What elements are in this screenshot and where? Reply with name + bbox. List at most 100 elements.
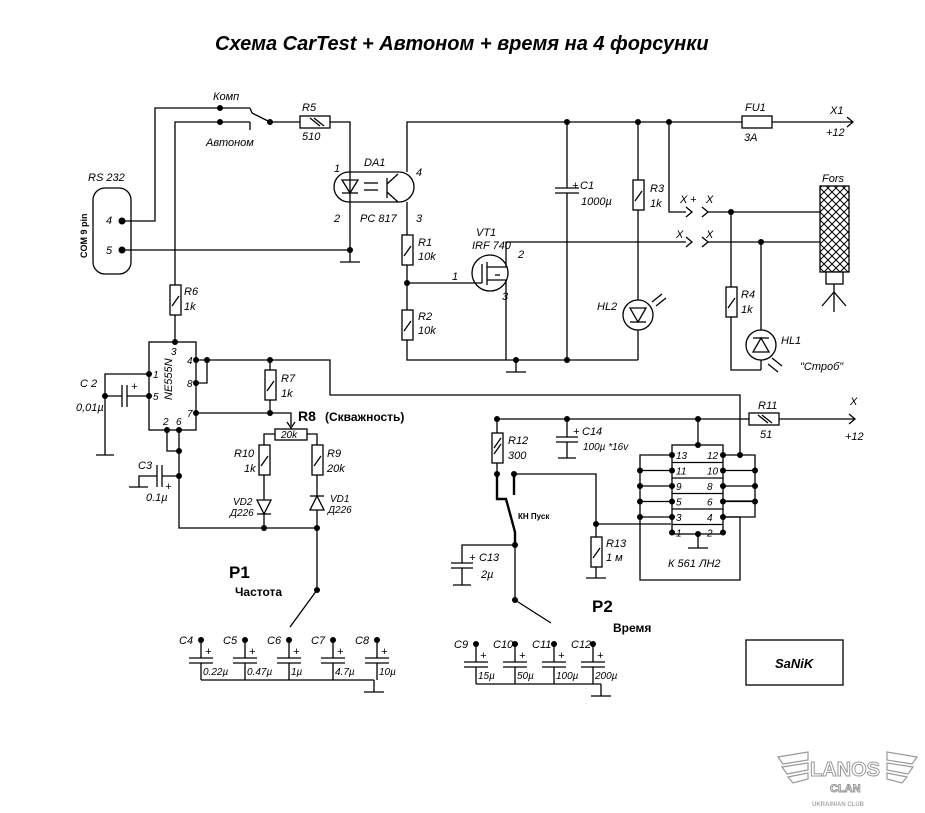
ground-rail bbox=[406, 340, 638, 361]
plus-sign: + bbox=[205, 646, 212, 658]
junction bbox=[637, 483, 643, 489]
ne555-pin3 bbox=[172, 339, 178, 345]
injector-spray bbox=[821, 291, 835, 307]
wire-r5-da1 bbox=[330, 121, 351, 250]
p2-cap-ref: C10 bbox=[493, 639, 514, 651]
terminal-arrow bbox=[846, 116, 855, 128]
led-hl2 bbox=[622, 299, 654, 331]
junction bbox=[176, 448, 182, 454]
wire bbox=[104, 373, 149, 455]
ne555-part: NE555N bbox=[163, 358, 175, 400]
r6-value: 1k bbox=[184, 301, 196, 313]
p2-cap-value: 100µ bbox=[556, 671, 579, 682]
da1-pin4: 4 bbox=[416, 167, 422, 179]
hl1-note: "Строб" bbox=[800, 361, 844, 373]
vd2-ref: VD2 bbox=[233, 497, 253, 508]
vd1-part: Д226 bbox=[327, 505, 352, 516]
resistor-mark bbox=[313, 117, 325, 127]
da1-led bbox=[340, 179, 360, 195]
p1-cap-value: 1µ bbox=[291, 667, 303, 678]
resistor-mark bbox=[266, 380, 275, 392]
p2-cap-ref: C12 bbox=[571, 639, 591, 651]
pin-label: 5 bbox=[153, 392, 159, 403]
k561-part: К 561 ЛН2 bbox=[668, 558, 721, 570]
junction bbox=[752, 467, 758, 474]
rail-12v bbox=[406, 121, 742, 172]
vt1-pin3: 3 bbox=[502, 291, 509, 303]
pin-label: 4 bbox=[187, 356, 193, 367]
da1-pin2: 2 bbox=[333, 213, 340, 225]
c2-value: 0,01µ bbox=[76, 402, 104, 414]
da1-pin1: 1 bbox=[334, 163, 340, 175]
diode-vd1 bbox=[308, 494, 326, 511]
p2-cap-ref: C11 bbox=[532, 639, 551, 651]
r9-ref: R9 bbox=[327, 448, 341, 460]
logo-main-text: LANOS bbox=[810, 759, 880, 781]
da1-part: PC 817 bbox=[360, 213, 398, 225]
r8-wiper bbox=[286, 421, 296, 430]
k561-pin-label: 2 bbox=[706, 529, 713, 540]
x1-voltage: +12 bbox=[826, 127, 845, 139]
resistor-mark bbox=[313, 455, 322, 467]
wire bbox=[461, 544, 515, 563]
r2-value: 10k bbox=[418, 325, 436, 337]
p1-cap-value: 0.22µ bbox=[203, 667, 228, 678]
lanos-clan-logo: LANOS CLAN UKRAINIAN CLUB bbox=[776, 751, 919, 808]
wire-reset bbox=[207, 359, 741, 452]
r11-ref: R11 bbox=[758, 400, 777, 412]
wire bbox=[138, 475, 157, 487]
logo-wing-left bbox=[776, 751, 809, 765]
wire bbox=[514, 473, 597, 524]
r10-ref: R10 bbox=[234, 448, 255, 460]
p2-selector-blade[interactable] bbox=[514, 599, 552, 624]
connector-type: COM 9 pin bbox=[79, 214, 89, 259]
wire bbox=[263, 433, 275, 445]
plus-sign: + bbox=[572, 180, 579, 192]
hl1-light bbox=[771, 357, 783, 367]
resistor-mark bbox=[727, 297, 736, 309]
r8-note: (Скважность) bbox=[325, 410, 404, 424]
p1-cap-value: 10µ bbox=[379, 667, 396, 678]
resistor-mark bbox=[403, 245, 412, 257]
r5-value: 510 bbox=[302, 131, 321, 143]
injector: Fors bbox=[819, 173, 850, 312]
wire-avtonom bbox=[174, 121, 220, 290]
x1-ref: X1 bbox=[829, 105, 843, 117]
wire bbox=[668, 122, 686, 213]
k561-pin-label: 6 bbox=[707, 498, 713, 509]
x-power-voltage: +12 bbox=[845, 431, 864, 443]
k561-pin-label: 1 bbox=[676, 529, 682, 540]
c1-value: 1000µ bbox=[581, 196, 612, 208]
optocoupler-da1: 1 2 3 4 DA1 PC 817 bbox=[333, 157, 423, 225]
r10-value: 1k bbox=[244, 463, 256, 475]
k561-pin-label: 4 bbox=[707, 513, 713, 524]
resistor-mark bbox=[260, 455, 269, 467]
r7-value: 1k bbox=[281, 388, 293, 400]
start-button-blade[interactable] bbox=[495, 474, 517, 545]
author-box bbox=[745, 639, 844, 686]
pin-label: 7 bbox=[187, 409, 193, 420]
r12-ref: R12 bbox=[508, 435, 528, 447]
junction bbox=[752, 483, 758, 489]
wire bbox=[730, 317, 761, 371]
plus-sign: + bbox=[381, 646, 388, 658]
wire bbox=[166, 430, 179, 452]
vt1-body bbox=[471, 254, 509, 292]
da1-pin3: 3 bbox=[416, 213, 423, 225]
fuse-fu1 bbox=[741, 115, 773, 129]
plus-sign: + bbox=[480, 650, 487, 662]
c1-ref: C1 bbox=[580, 180, 594, 192]
c14-value: 100µ *16v bbox=[583, 442, 629, 453]
pin-label: 8 bbox=[187, 379, 193, 390]
p1-selector-blade[interactable] bbox=[289, 589, 318, 628]
r2-ref: R2 bbox=[418, 311, 432, 323]
hl1-ref: HL1 bbox=[781, 335, 801, 347]
da1-body bbox=[333, 171, 415, 203]
r1-value: 10k bbox=[418, 251, 436, 263]
r12-value: 300 bbox=[508, 450, 527, 462]
k561-pin bbox=[669, 529, 675, 536]
p1-cap-ref: C7 bbox=[311, 635, 326, 647]
r6-ref: R6 bbox=[184, 286, 199, 298]
r9-value: 20k bbox=[326, 463, 345, 475]
r11-value: 51 bbox=[760, 429, 772, 441]
